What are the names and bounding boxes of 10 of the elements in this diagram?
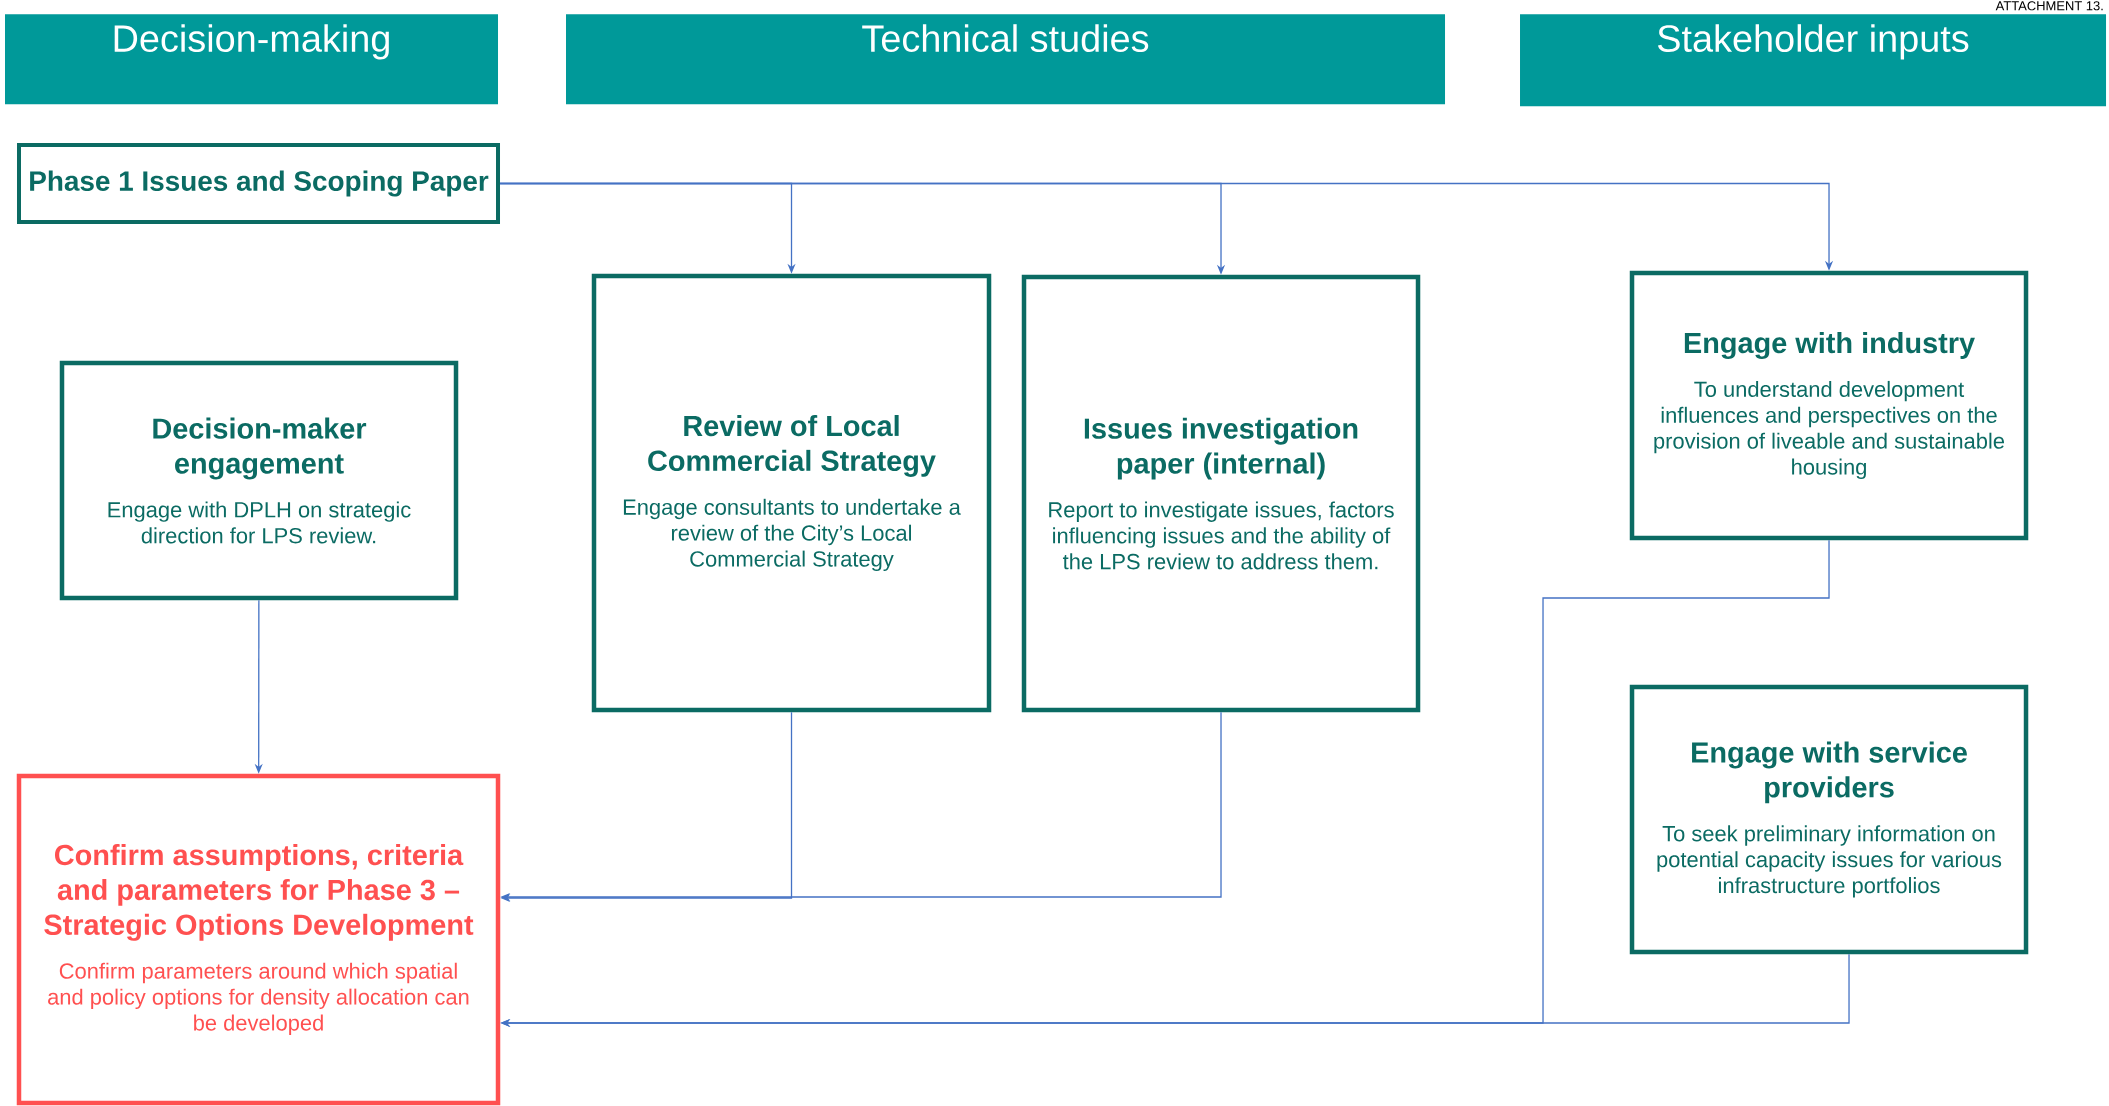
process-box: Decision-maker engagement Engage with DPLH on strategic direction for LPS review.	[59, 360, 459, 601]
process-box: Review of Local Commercial Strategy Engage consultants to undertake a review of the City’s Local Commercial Strategy	[591, 273, 992, 713]
process-box: Engage with industry To understand development influences and perspectives on the provision of liveable and sustainable housing	[1629, 270, 2029, 541]
header-band: Decision-making	[5, 14, 498, 105]
process-box: Issues investigation paper (internal) Report to investigate issues, factors influencing issues and the ability of the LPS review to address them.	[1021, 274, 1421, 713]
goal-box: Confirm assumptions, criteria and parameters for Phase 3 – Strategic Options Development Confirm parameters around which spatial and policy options for density allocation can be developed	[16, 773, 501, 1106]
process-box: Engage with service providers To seek preliminary information on potential capacity issues for various infrastructure portfolios	[1629, 684, 2029, 955]
header-band: Stakeholder inputs	[1520, 14, 2107, 107]
header-band: Technical studies	[566, 14, 1445, 105]
phase-box: Phase 1 Issues and Scoping Paper	[17, 143, 500, 224]
